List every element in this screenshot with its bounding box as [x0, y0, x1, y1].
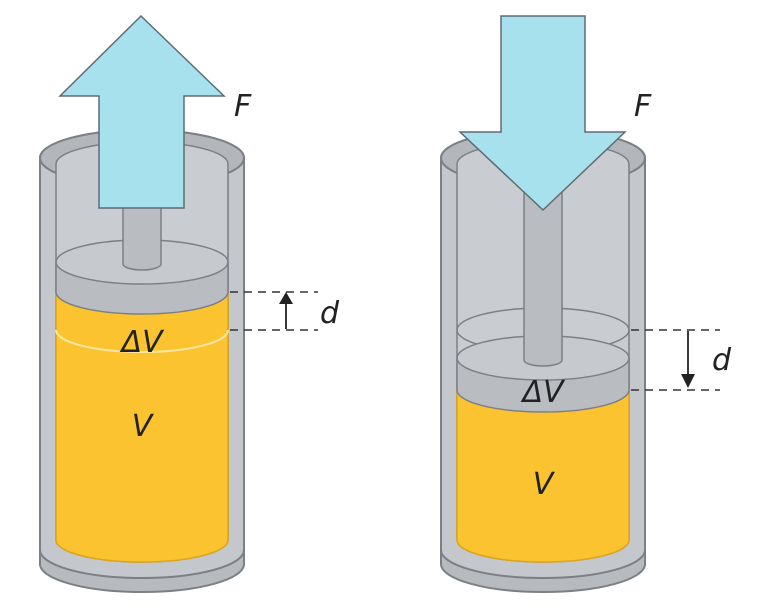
- right-dim-arrowhead: [681, 374, 695, 388]
- right-volume-label: V: [533, 467, 556, 502]
- left-volume-label: V: [132, 409, 155, 444]
- right-force-arrow: [458, 15, 627, 212]
- left-cylinder: F ΔV V d: [39, 14, 340, 593]
- left-dim-arrowhead: [279, 292, 293, 304]
- left-force-label: F: [234, 89, 252, 124]
- right-piston-rod: [523, 179, 563, 367]
- right-cylinder: F ΔV V d: [440, 15, 732, 593]
- left-distance-label: d: [320, 296, 340, 331]
- right-force-label: F: [634, 89, 652, 124]
- right-fluid-V: [456, 387, 630, 563]
- left-fluid-V: [55, 291, 229, 563]
- left-force-arrow: [58, 14, 226, 209]
- right-deltaV-label: ΔV: [520, 375, 566, 410]
- left-deltaV-boundary: [55, 329, 229, 353]
- left-deltaV-label: ΔV: [119, 325, 165, 360]
- right-distance-label: d: [712, 343, 732, 378]
- left-piston-rod: [122, 204, 162, 271]
